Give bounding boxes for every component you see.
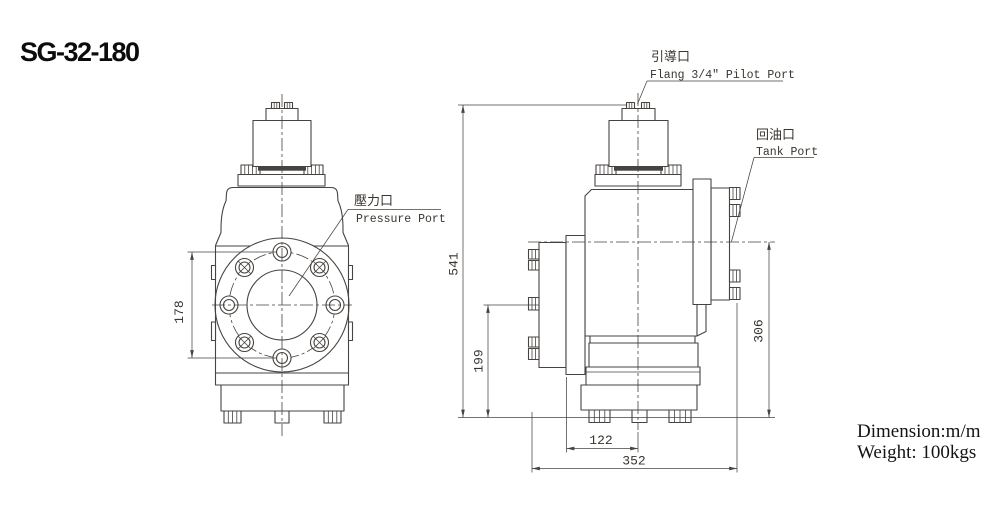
dim-199: 199 — [472, 305, 490, 418]
side-pilot-valve — [594, 101, 682, 187]
front-feet — [223, 410, 342, 424]
drawing-notes: Dimension:m/m Weight: 100kgs — [857, 421, 981, 463]
pressure-port-callout: 壓力口 Pressure Port — [288, 194, 446, 297]
bolt-holes-cross — [234, 257, 330, 353]
dim-122-label: 122 — [589, 433, 612, 448]
dim-178: 178 — [172, 251, 276, 359]
tank-port-label-zh: 回油口 — [756, 128, 795, 143]
side-tank-flange — [692, 178, 741, 306]
dim-306-label: 306 — [752, 319, 767, 342]
page-title: SG-32-180 — [20, 37, 139, 67]
dim-178-label: 178 — [172, 300, 187, 323]
side-view: 541 199 306 122 352 引導口 Flang 3/4" Pilot… — [447, 50, 818, 473]
pressure-port-label-en: Pressure Port — [356, 213, 446, 226]
dim-352-label: 352 — [622, 454, 645, 469]
side-feet — [588, 409, 692, 424]
pilot-port-callout: 引導口 Flang 3/4" Pilot Port — [637, 50, 795, 105]
dim-352: 352 — [531, 303, 738, 473]
pressure-port-label-zh: 壓力口 — [354, 194, 393, 209]
front-pilot-valve — [237, 101, 326, 187]
dim-306: 306 — [752, 242, 771, 418]
tank-port-callout: 回油口 Tank Port — [731, 128, 818, 242]
dim-541-label: 541 — [447, 252, 462, 276]
front-view: 178 壓力口 Pressure Port — [172, 94, 446, 436]
dim-199-label: 199 — [472, 349, 487, 372]
dim-541: 541 — [447, 104, 626, 418]
dim-122: 122 — [566, 377, 639, 453]
pilot-port-label-zh: 引導口 — [651, 50, 690, 65]
pilot-port-label-en: Flang 3/4" Pilot Port — [650, 69, 795, 82]
tank-port-label-en: Tank Port — [756, 146, 818, 159]
units-note: Dimension:m/m — [857, 421, 981, 442]
weight-note: Weight: 100kgs — [857, 442, 976, 463]
